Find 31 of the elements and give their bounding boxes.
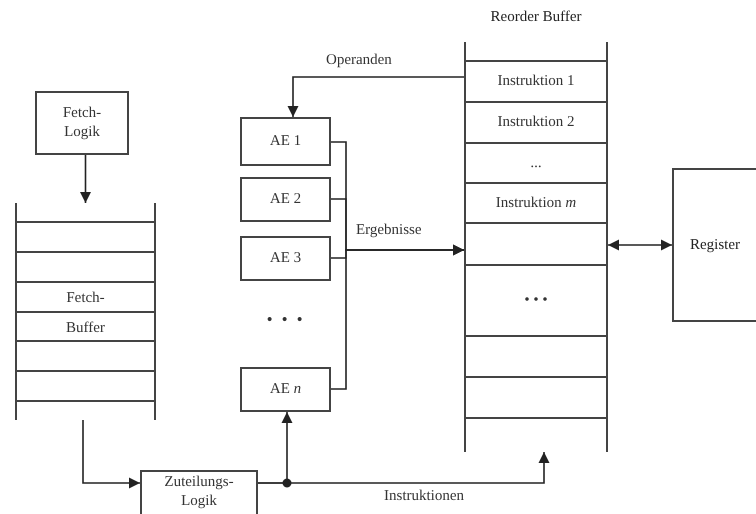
fetch-buffer-stack [15, 203, 156, 420]
arrow [82, 420, 140, 488]
edge-label: Ergebnisse [354, 222, 424, 239]
box-label: Fetch- Buffer [65, 289, 106, 338]
entry-text: Instruktion 2 [497, 113, 575, 132]
process-box [240, 236, 331, 281]
ellipsis-label: • • • [267, 312, 306, 329]
entry-text: Instruktion m [496, 194, 576, 212]
box-label: AE 3 [270, 249, 302, 268]
edge-label: Operanden [324, 52, 394, 69]
box-label: Fetch- Logik [62, 104, 102, 142]
process-box [240, 117, 331, 166]
buffer-title: Reorder Buffer [490, 8, 582, 27]
arrow [258, 452, 550, 484]
entry-text: ... [530, 154, 542, 172]
arrow [608, 240, 672, 250]
arrow [80, 155, 91, 203]
arrow [288, 76, 464, 117]
box-label: AE 2 [270, 190, 302, 209]
box-label: AE 1 [270, 132, 302, 151]
entry-text: • • • [524, 291, 548, 310]
box-label: Zuteilungs- Logik [163, 473, 235, 510]
process-box [35, 91, 129, 155]
entry-text: Instruktion 1 [497, 72, 575, 91]
register-box [672, 168, 756, 322]
box-label: Register [690, 236, 740, 254]
process-box [140, 470, 258, 514]
arrow [331, 244, 464, 390]
box-label: AE n [270, 380, 302, 399]
process-box [240, 177, 331, 222]
process-box [240, 367, 331, 412]
